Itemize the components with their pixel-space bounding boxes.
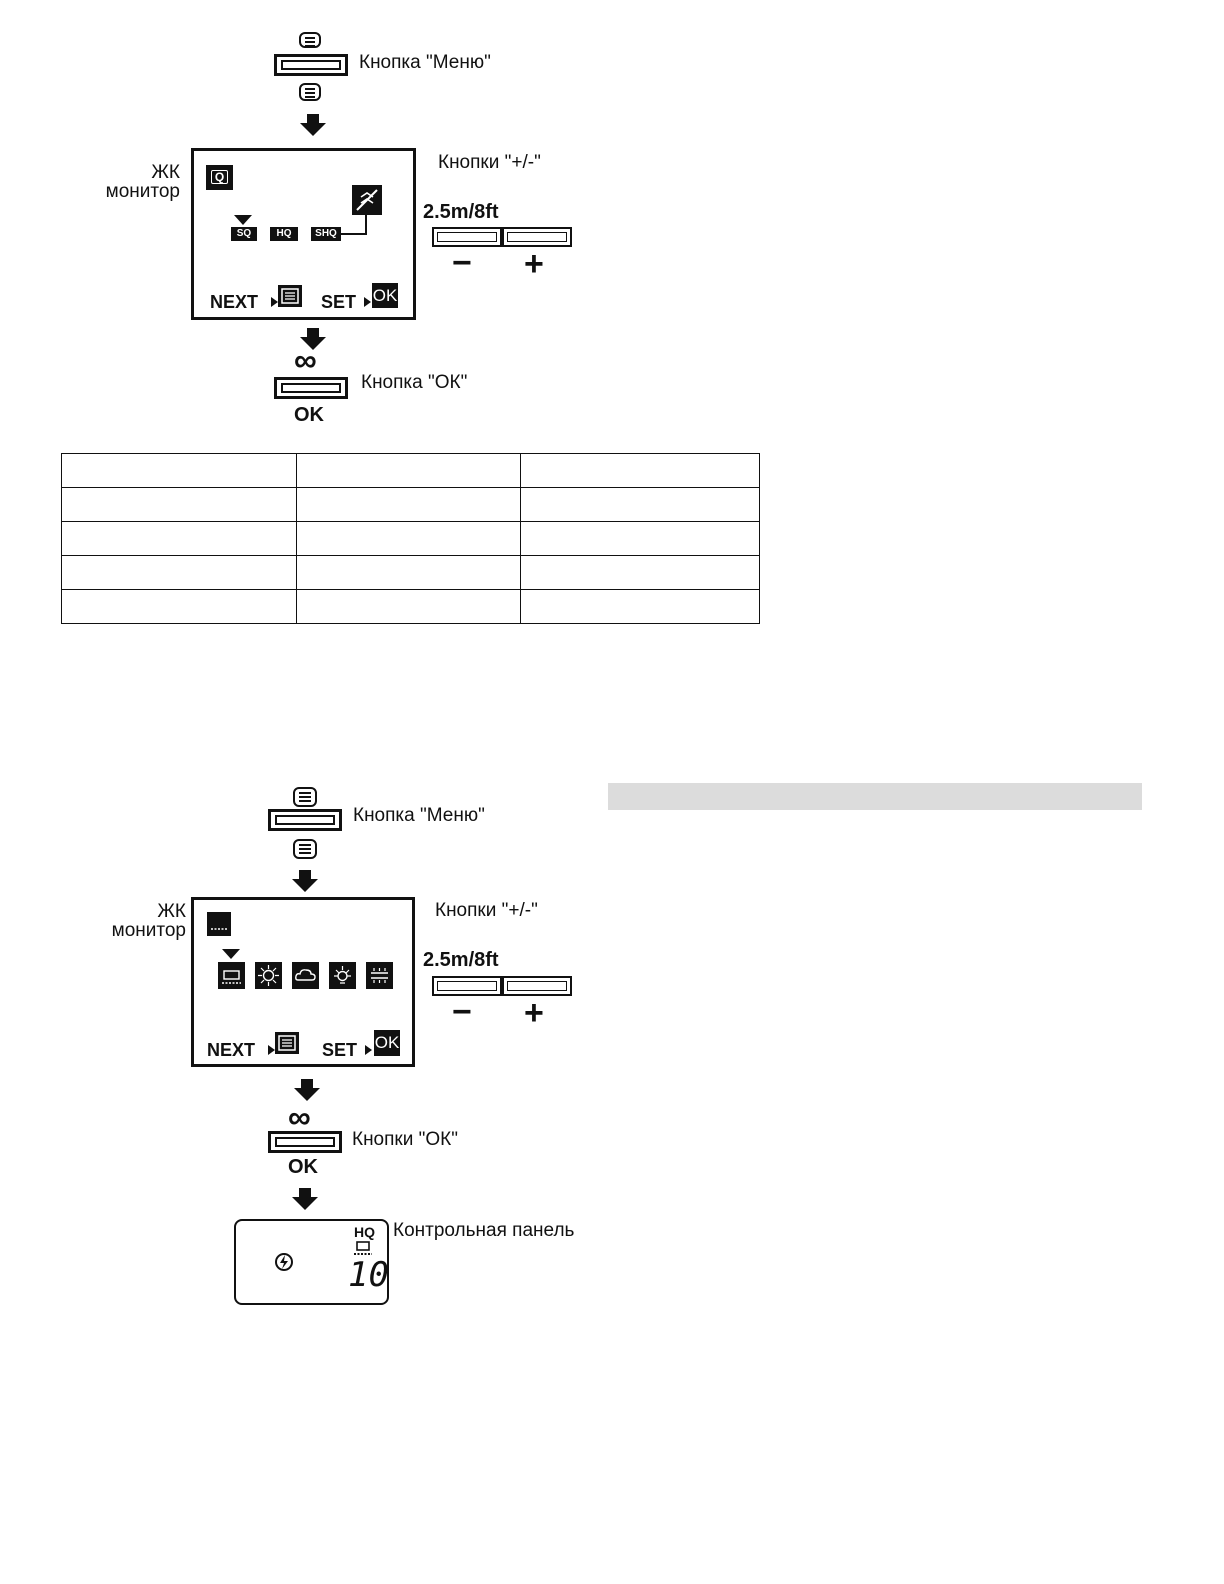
plus-button[interactable]: [502, 976, 572, 996]
noise-reduction-icon: [352, 185, 382, 215]
table-row: [61, 589, 760, 624]
minus-button[interactable]: [432, 976, 502, 996]
small-arrow-icon: [271, 297, 278, 307]
plus-minus-buttons: − +: [432, 227, 572, 282]
table-cell: [295, 487, 522, 522]
quality-mode-icon: Q: [206, 165, 233, 190]
table-cell: [295, 555, 522, 590]
auto-wb-icon: [218, 962, 245, 989]
down-arrow-icon: [292, 870, 318, 892]
plus-minus-label: Кнопки "+/-": [438, 152, 541, 173]
ok-text: OK: [288, 1156, 318, 1178]
lcd-monitor: NEXT SET OK: [191, 897, 415, 1067]
minus-button[interactable]: [432, 227, 502, 247]
table-cell: [520, 589, 760, 624]
minus-sign: −: [452, 993, 472, 1031]
table-cell: [61, 555, 297, 590]
flash-off-icon: [275, 1253, 293, 1271]
lcd-monitor: Q SQ HQ SHQ NEXT SET OK: [191, 148, 416, 320]
ok-button-label: Кнопки "ОК": [352, 1129, 458, 1150]
sun-icon: [255, 962, 282, 989]
quality-option-hq: HQ: [270, 227, 298, 241]
table-cell: [295, 589, 522, 624]
empty-table: [61, 453, 760, 624]
card-icon: [354, 1241, 372, 1255]
ok-button[interactable]: [274, 377, 348, 399]
menu-button[interactable]: [268, 809, 342, 831]
down-arrow-icon: [300, 328, 326, 350]
menu-glyph-icon: [278, 285, 302, 307]
ok-button-label: Кнопка "ОК": [361, 372, 468, 393]
panel-quality: HQ: [354, 1224, 375, 1240]
quality-option-sq: SQ: [231, 227, 257, 241]
table-cell: [295, 521, 522, 556]
table-cell: [61, 487, 297, 522]
menu-icon: [293, 839, 317, 859]
distance-readout: 2.5m/8ft: [423, 201, 499, 223]
menu-button-label: Кнопка "Меню": [353, 805, 485, 826]
fluorescent-icon: [366, 962, 393, 989]
next-label: NEXT: [207, 1040, 256, 1060]
ok-glyph-icon: OK: [374, 1030, 400, 1056]
table-row: [61, 521, 760, 556]
white-balance-mode-icon: [207, 912, 231, 936]
menu-icon: [293, 787, 317, 807]
down-arrow-icon: [292, 1188, 318, 1210]
down-arrow-icon: [294, 1079, 320, 1101]
table-cell: [520, 521, 760, 556]
panel-count: 10: [348, 1255, 389, 1295]
menu-icon: [299, 32, 321, 48]
selection-marker: [234, 215, 252, 225]
table-cell: [61, 589, 297, 624]
quality-option-shq: SHQ: [311, 227, 341, 241]
table-row: [61, 453, 760, 488]
plus-button[interactable]: [502, 227, 572, 247]
lamp-icon: [329, 962, 356, 989]
small-arrow-icon: [364, 297, 371, 307]
menu-button[interactable]: [274, 54, 348, 76]
next-label: NEXT: [210, 292, 259, 312]
cloud-icon: [292, 962, 319, 989]
connector-line: [339, 215, 367, 235]
infinity-icon: ∞: [288, 1099, 311, 1135]
control-panel: HQ 10: [234, 1219, 389, 1305]
small-arrow-icon: [268, 1045, 275, 1055]
table-cell: [520, 555, 760, 590]
small-arrow-icon: [365, 1045, 372, 1055]
ok-glyph-icon: OK: [372, 283, 398, 308]
table-cell: [61, 453, 297, 488]
minus-sign: −: [452, 244, 472, 282]
table-cell: [61, 521, 297, 556]
down-arrow-icon: [300, 114, 326, 136]
lcd-monitor-label: ЖК монитор: [111, 901, 186, 941]
plus-minus-label: Кнопки "+/-": [435, 900, 538, 921]
ok-text: OK: [294, 404, 324, 426]
table-row: [61, 487, 760, 522]
menu-icon: [299, 83, 321, 101]
ok-button[interactable]: [268, 1131, 342, 1153]
menu-glyph-icon: [275, 1032, 299, 1054]
selection-marker: [222, 949, 240, 959]
plus-minus-buttons: − +: [432, 976, 572, 1031]
infinity-icon: ∞: [294, 342, 317, 378]
distance-readout: 2.5m/8ft: [423, 949, 499, 971]
section-heading-bar: [608, 783, 1142, 810]
plus-sign: +: [524, 245, 544, 283]
lcd-monitor-label: ЖК монитор: [105, 162, 180, 202]
table-cell: [520, 487, 760, 522]
set-label: SET: [321, 292, 357, 312]
table-row: [61, 555, 760, 590]
table-cell: [295, 453, 522, 488]
table-cell: [520, 453, 760, 488]
set-label: SET: [322, 1040, 358, 1060]
control-panel-label: Контрольная панель: [393, 1220, 575, 1241]
menu-button-label: Кнопка "Меню": [359, 52, 491, 73]
plus-sign: +: [524, 994, 544, 1032]
